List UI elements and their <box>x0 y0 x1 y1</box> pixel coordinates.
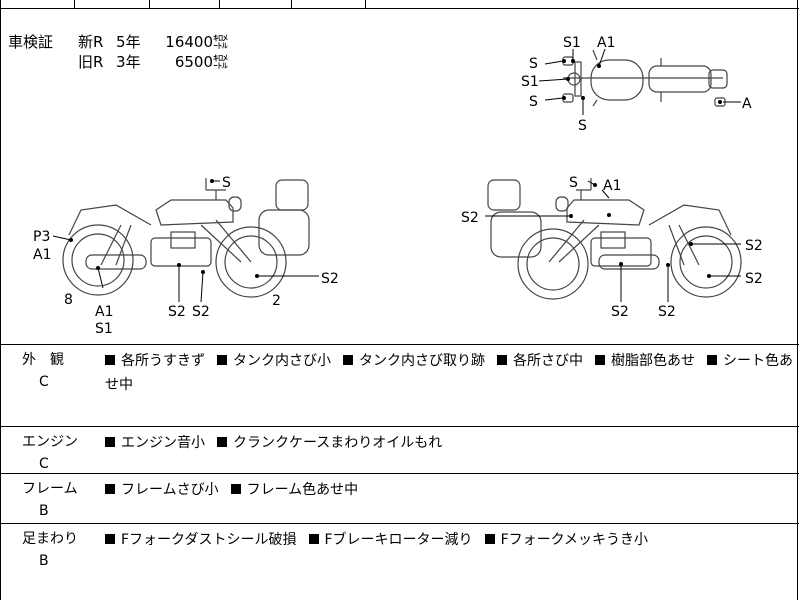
label-right-s2-d: S2 <box>745 238 763 254</box>
list-item: エンジン音小 <box>105 435 205 451</box>
section-grade: C <box>39 456 49 472</box>
label-left-s: S <box>222 175 231 191</box>
label-left-a1-b: A1 <box>95 304 113 320</box>
list-item: タンク内さび小 <box>217 353 331 369</box>
list-item: 各所さび中 <box>497 353 583 369</box>
label-right-a1: A1 <box>603 178 621 194</box>
square-bullet-icon <box>595 355 605 365</box>
section-grade: B <box>39 553 49 569</box>
square-bullet-icon <box>105 534 115 544</box>
divider <box>149 0 150 8</box>
damage-markers <box>69 59 722 278</box>
section-grade: B <box>39 503 49 519</box>
square-bullet-icon <box>308 534 319 544</box>
divider <box>74 0 75 8</box>
label-left-a1: A1 <box>33 247 51 263</box>
square-bullet-icon <box>497 355 507 365</box>
section-suspension: 足まわり B Fフォークダストシール破損 Fブレーキローター減り Fフォークメッキう… <box>1 523 799 600</box>
label-right-s2-a: S2 <box>461 210 479 226</box>
label-right-s2-c: S2 <box>658 304 676 320</box>
label-top-s1-b: S1 <box>521 74 539 90</box>
top-strip <box>1 0 799 9</box>
label-left-s2-c: S2 <box>321 271 339 287</box>
motorcycle-damage-diagram: S1 A1 S S1 S S A S P3 A1 8 A1 S1 S2 S2 S… <box>33 35 763 337</box>
square-bullet-icon <box>343 355 353 365</box>
label-top-a1: A1 <box>597 35 615 51</box>
top-view-outline <box>562 49 728 107</box>
section-name: 外 観 <box>22 352 64 368</box>
section-frame: フレーム B フレームさび小フレーム色あせ中 <box>1 473 799 523</box>
type: 旧R <box>78 53 104 71</box>
section-name: フレーム <box>22 481 78 497</box>
square-bullet-icon <box>217 355 227 365</box>
square-bullet-icon <box>484 534 495 544</box>
section-name: 足まわり <box>22 531 78 547</box>
divider <box>291 0 292 8</box>
list-item: Fフォークダストシール破損 <box>105 532 297 548</box>
square-bullet-icon <box>105 355 115 365</box>
label-left-s2-b: S2 <box>192 304 210 320</box>
label-top-s-b: S <box>529 94 538 110</box>
section-items: Fフォークダストシール破損 Fブレーキローター減り Fフォークメッキうき小 <box>105 528 795 552</box>
label-top-s1-a: S1 <box>563 35 581 51</box>
label-left-2: 2 <box>272 293 281 309</box>
label-top-s-c: S <box>578 118 587 134</box>
section-name: エンジン <box>22 434 78 450</box>
list-item: 各所うすきず <box>105 353 205 369</box>
inspection-info: 車検証 新R 5年 16400㌖ 旧R 3年 6500㌖ <box>8 32 228 72</box>
label-left-s1: S1 <box>95 321 113 337</box>
divider <box>219 0 220 8</box>
list-item: フレーム色あせ中 <box>230 482 358 498</box>
list-item: 樹脂部色あせ <box>595 353 695 369</box>
list-item: シート色あせ中 <box>105 353 793 393</box>
list-item: Fブレーキローター減り <box>308 532 473 548</box>
section-engine: エンジン C エンジン音小クランクケースまわりオイルもれ <box>1 426 799 473</box>
square-bullet-icon <box>217 437 227 447</box>
inspection-row-old: 旧R 3年 6500㌖ <box>8 52 228 72</box>
label-left-8: 8 <box>64 292 73 308</box>
section-grade: C <box>39 374 49 390</box>
square-bullet-icon <box>105 484 115 494</box>
inspection-label: 車検証 <box>8 33 54 51</box>
label-right-s: S <box>569 175 578 191</box>
section-exterior: 外 観 C 各所うすきずタンク内さび小タンク内さび取り跡各所さび中樹脂部色あせシ… <box>1 344 799 426</box>
label-right-s2-e: S2 <box>745 271 763 287</box>
mileage: 6500㌖ <box>174 53 228 71</box>
section-items: エンジン音小クランクケースまわりオイルもれ <box>105 431 795 455</box>
label-left-p3: P3 <box>33 229 50 245</box>
square-bullet-icon <box>707 355 717 365</box>
square-bullet-icon <box>230 484 241 494</box>
section-items: フレームさび小フレーム色あせ中 <box>105 478 795 502</box>
inspection-row-new: 車検証 新R 5年 16400㌖ <box>8 32 228 52</box>
label-top-a: A <box>742 96 752 112</box>
divider <box>365 0 366 8</box>
list-item: タンク内さび取り跡 <box>343 353 485 369</box>
list-item: クランクケースまわりオイルもれ <box>217 435 442 451</box>
type: 新R <box>78 33 104 51</box>
label-right-s2-b: S2 <box>611 304 629 320</box>
label-top-s-a: S <box>529 56 538 72</box>
list-item: Fフォークメッキうき小 <box>484 532 648 548</box>
years: 5年 <box>116 33 141 51</box>
left-view-outline <box>62 178 310 298</box>
section-items: 各所うすきずタンク内さび小タンク内さび取り跡各所さび中樹脂部色あせシート色あせ中 <box>105 349 795 397</box>
square-bullet-icon <box>105 437 115 447</box>
label-left-s2-a: S2 <box>168 304 186 320</box>
list-item: フレームさび小 <box>105 482 219 498</box>
years: 3年 <box>116 53 141 71</box>
mileage: 16400㌖ <box>165 33 228 51</box>
right-view-outline <box>487 178 742 300</box>
